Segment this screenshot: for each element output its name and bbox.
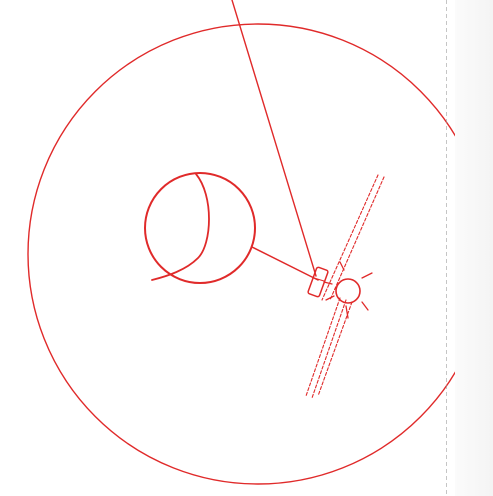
secondary-body [336, 279, 360, 303]
central-body [145, 173, 255, 283]
radiating-rays [324, 262, 372, 318]
page-fold-line [446, 0, 447, 496]
page-edge [455, 0, 493, 496]
solar-panel-strip [306, 175, 384, 398]
outer-orbit-circle [28, 24, 488, 484]
pointer-line [232, 0, 316, 276]
